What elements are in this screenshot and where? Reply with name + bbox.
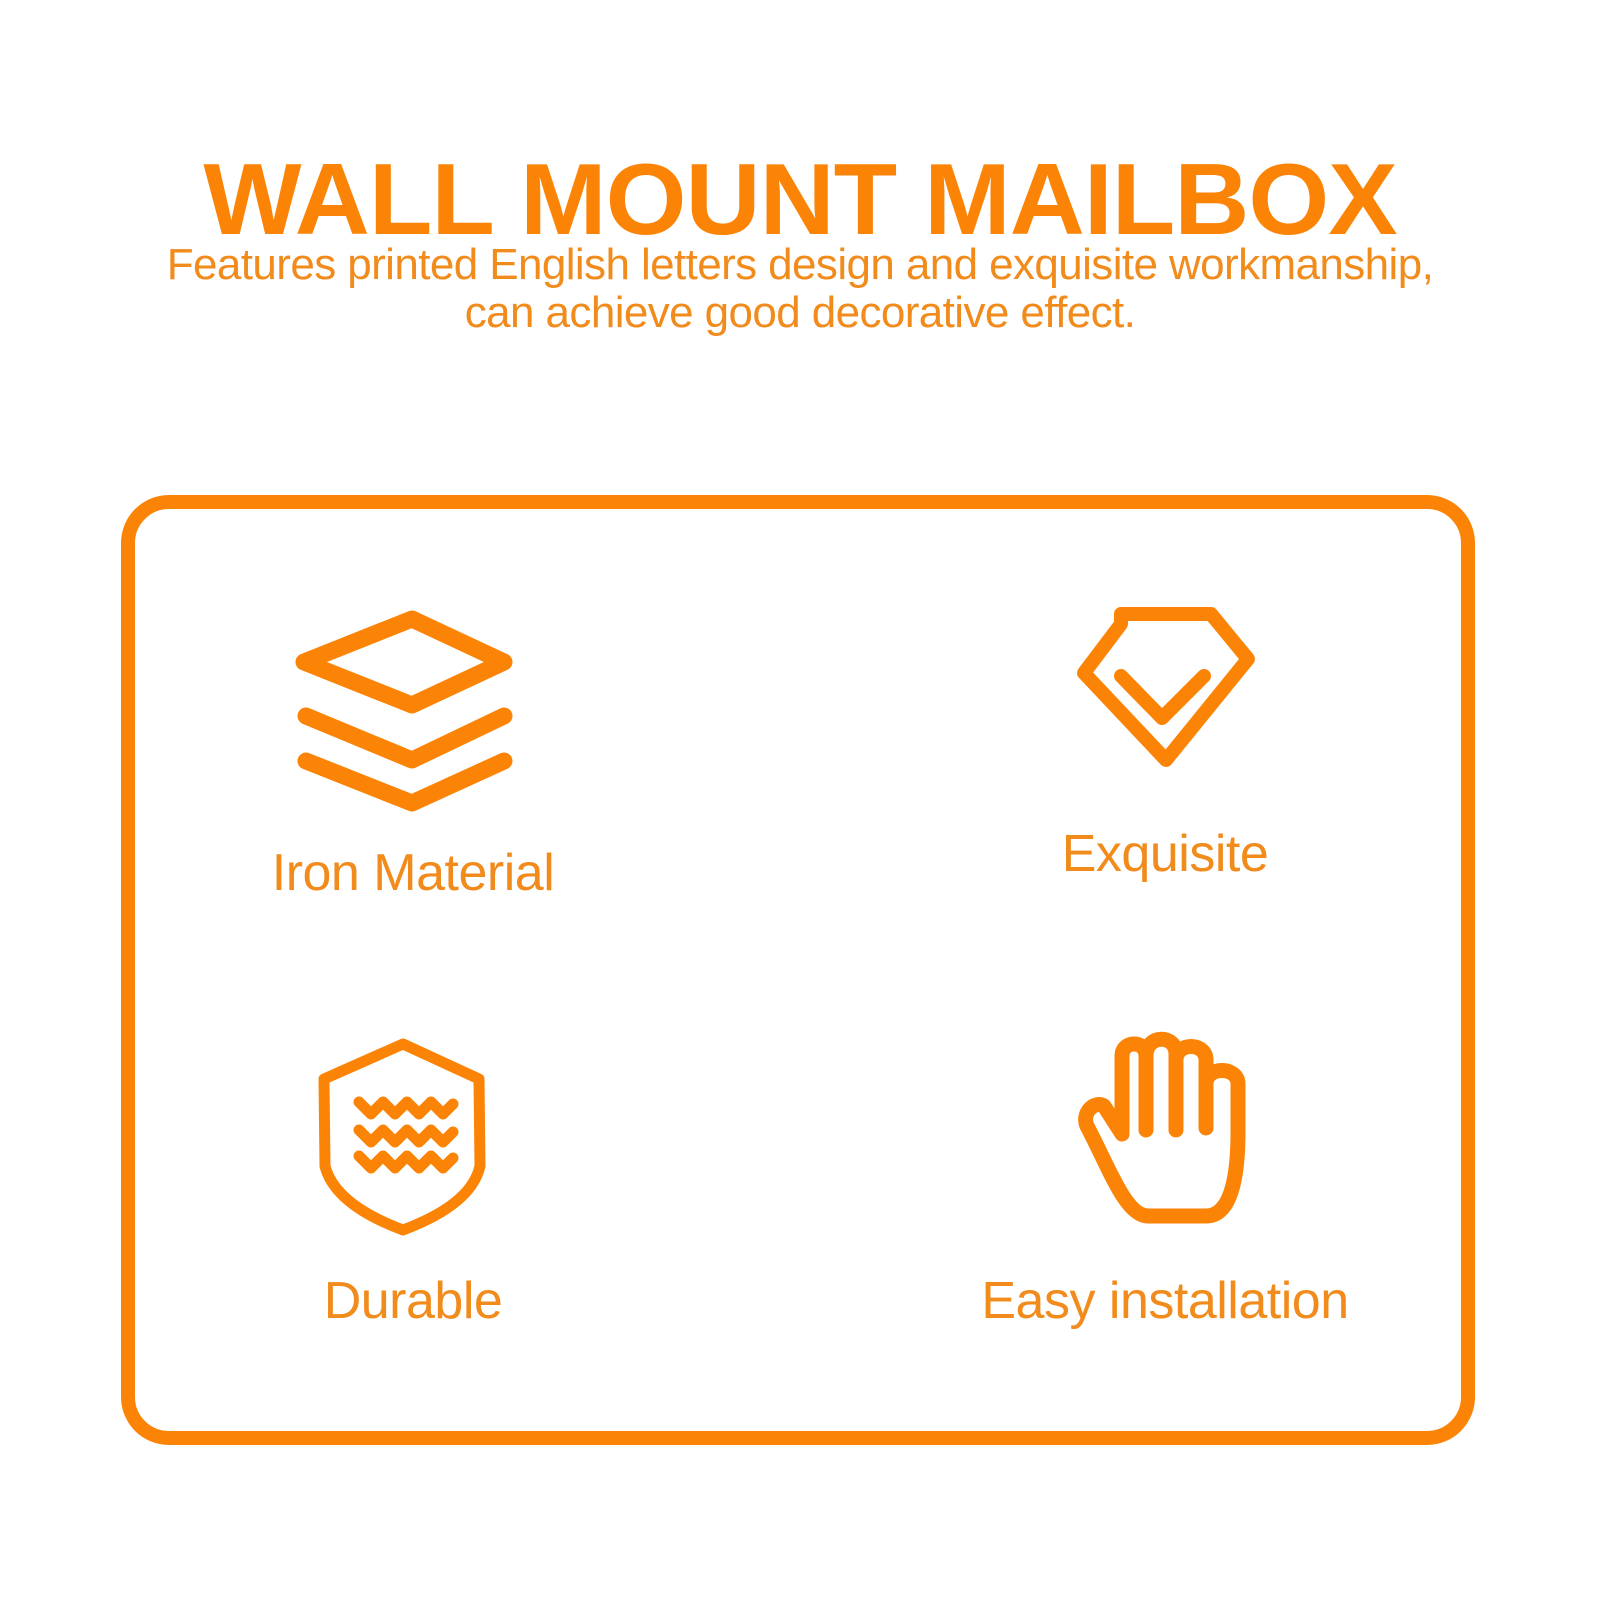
- layers-icon: [295, 610, 513, 812]
- feature-label: Durable: [323, 1272, 503, 1330]
- shield-waves-icon: [318, 1038, 486, 1236]
- page-subtitle: Features printed English letters design …: [0, 241, 1600, 337]
- feature-label: Iron Material: [271, 844, 555, 902]
- page-title: WALL MOUNT MAILBOX: [203, 143, 1397, 257]
- diamond-icon: [1077, 607, 1255, 767]
- subtitle-line-2: can achieve good decorative effect.: [464, 288, 1136, 337]
- feature-label: Easy installation: [981, 1272, 1349, 1330]
- hand-icon: [1078, 1031, 1246, 1224]
- features-frame: [121, 495, 1475, 1445]
- subtitle-line-1: Features printed English letters design …: [166, 240, 1434, 289]
- feature-label: Exquisite: [1061, 825, 1269, 883]
